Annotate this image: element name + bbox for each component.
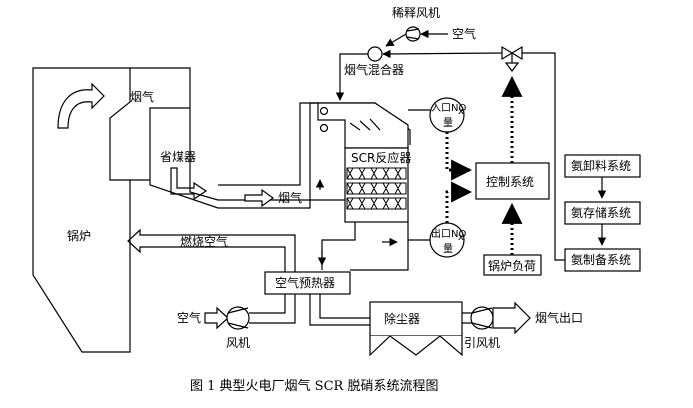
dust-collector — [369, 301, 463, 357]
scr-reactor-label: SCR反应器 — [351, 150, 411, 165]
boiler-load-label: 锅炉负荷 — [488, 258, 536, 273]
catalyst-layers — [346, 167, 407, 210]
mixer-to-duct — [335, 53, 368, 101]
inlet-nox-sensor: 入口NO x 量 — [429, 97, 466, 133]
outlet-nox-label-2: 量 — [443, 243, 453, 255]
dilution-fan-label: 稀释风机 — [392, 6, 440, 20]
scr-outlet-duct — [321, 222, 409, 271]
figure-caption: 图 1 典型火电厂烟气 SCR 脱硝系统流程图 — [190, 378, 438, 394]
dust-collector-label: 除尘器 — [384, 311, 420, 326]
preheater-outlet-duct — [309, 294, 370, 326]
inlet-nox-sub: x — [458, 106, 464, 117]
inlet-nox-label-2: 量 — [443, 117, 453, 129]
ammonia-prep-label: 氨制备系统 — [571, 253, 631, 267]
boiler-label: 锅炉 — [67, 228, 91, 243]
scr-reactor: SCR反应器 — [317, 102, 411, 223]
flue-swirl-arrow — [57, 82, 105, 129]
inlet-nox-signal — [445, 132, 473, 181]
ammonia-to-mixer — [382, 49, 503, 59]
economizer-arrow — [170, 167, 208, 201]
flue-gas-label-boiler: 烟气 — [130, 89, 154, 104]
id-fan-label: 引风机 — [464, 336, 500, 350]
induced-draft-fan — [470, 306, 494, 330]
flue-mixer-label: 烟气混合器 — [344, 62, 404, 77]
outlet-nox-sub: x — [458, 232, 464, 243]
control-system — [475, 162, 550, 200]
air-label-top: 空气 — [452, 26, 476, 41]
combustion-air-label: 燃烧空气 — [180, 234, 228, 249]
outlet-nox-signal — [445, 181, 473, 223]
flue-mixer — [367, 46, 383, 62]
air-inlet-arrow — [204, 306, 229, 330]
flue-gas-label-mid: 烟气 — [278, 190, 302, 205]
dilution-to-mixer — [385, 33, 407, 47]
air-preheater-label: 空气预热器 — [275, 275, 335, 290]
fan — [226, 306, 250, 330]
flue-gas-outlet-label: 烟气出口 — [535, 310, 583, 325]
fan-duct — [249, 294, 296, 324]
ammonia-supply-line — [522, 52, 565, 261]
outlet-nox-label: 出口NO — [431, 227, 466, 240]
combustion-air-duct — [127, 228, 296, 272]
flue-gas-mid-arrow — [244, 188, 275, 208]
air-label-left: 空气 — [177, 310, 201, 325]
ammonia-unload-label: 氨卸料系统 — [571, 158, 631, 173]
control-system-label: 控制系统 — [486, 175, 534, 189]
outlet-nox-sensor: 出口NO x 量 — [429, 222, 466, 258]
ammonia-valve — [501, 45, 523, 72]
ammonia-prep-box — [564, 248, 641, 272]
flue-gas-outlet-arrow — [492, 301, 531, 335]
fan-label: 风机 — [226, 336, 250, 350]
dust-outlet-duct — [462, 312, 472, 324]
ammonia-storage-label: 氨存储系统 — [571, 205, 631, 220]
air-preheater — [264, 271, 351, 295]
boiler — [32, 67, 191, 353]
inlet-nox-label: 入口NO — [431, 103, 466, 114]
dilution-fan — [405, 26, 421, 42]
economizer-label: 省煤器 — [160, 150, 196, 164]
